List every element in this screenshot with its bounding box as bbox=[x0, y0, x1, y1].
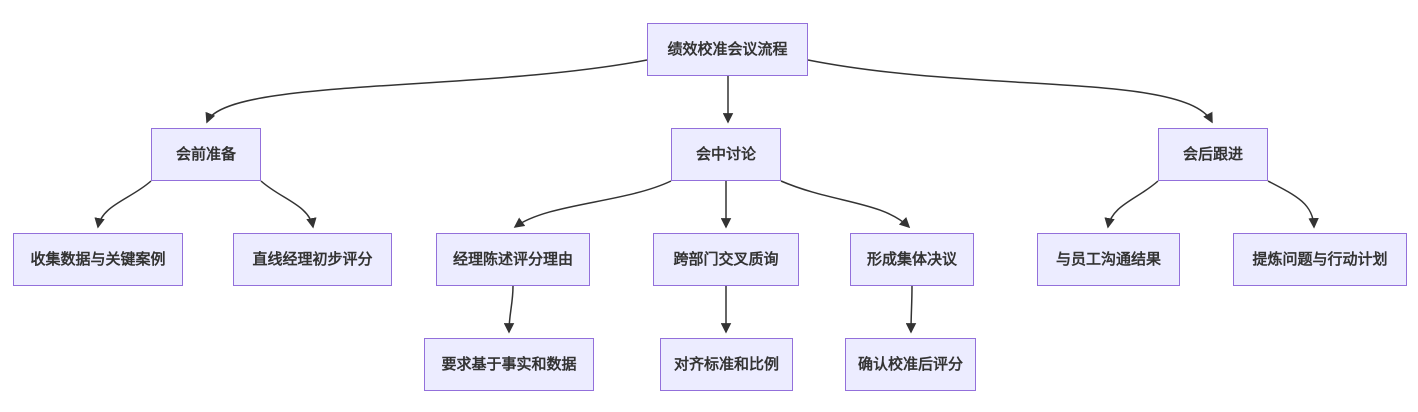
node-label: 会后跟进 bbox=[1182, 146, 1243, 163]
node-require-facts-and-data: 要求基于事实和数据 bbox=[424, 338, 594, 391]
node-collect-data-key-cases: 收集数据与关键案例 bbox=[13, 233, 183, 286]
node-label: 经理陈述评分理由 bbox=[452, 251, 573, 268]
node-label: 确认校准后评分 bbox=[857, 356, 963, 373]
node-align-standards-ratios: 对齐标准和比例 bbox=[660, 338, 793, 391]
node-label: 形成集体决议 bbox=[866, 251, 957, 268]
node-meeting-process-root: 绩效校准会议流程 bbox=[647, 23, 808, 76]
node-confirm-calibrated-rating: 确认校准后评分 bbox=[845, 338, 976, 391]
edge-follow-to-refine bbox=[1267, 180, 1319, 229]
node-label: 会前准备 bbox=[175, 146, 236, 163]
node-pre-meeting-prep: 会前准备 bbox=[151, 128, 261, 181]
node-label: 绩效校准会议流程 bbox=[667, 41, 788, 58]
edge-discuss-to-collective bbox=[780, 180, 911, 229]
edge-discuss-to-present bbox=[513, 180, 672, 228]
node-line-manager-initial-rating: 直线经理初步评分 bbox=[233, 233, 392, 286]
node-label: 收集数据与关键案例 bbox=[30, 251, 166, 268]
node-refine-issues-action-plan: 提炼问题与行动计划 bbox=[1233, 233, 1407, 286]
node-label: 要求基于事实和数据 bbox=[441, 356, 577, 373]
edge-prep-to-collect bbox=[94, 180, 152, 229]
node-label: 提炼问题与行动计划 bbox=[1252, 251, 1388, 268]
node-label: 跨部门交叉质询 bbox=[673, 251, 779, 268]
edge-root-to-follow bbox=[807, 59, 1213, 124]
edge-root-to-prep bbox=[205, 59, 648, 124]
node-form-collective-resolution: 形成集体决议 bbox=[850, 233, 974, 286]
node-label: 直线经理初步评分 bbox=[252, 251, 373, 268]
edge-present-to-facts bbox=[503, 285, 515, 334]
edge-collective-to-confirm bbox=[905, 285, 917, 334]
edge-follow-to-comm bbox=[1104, 180, 1159, 229]
node-label: 与员工沟通结果 bbox=[1055, 251, 1161, 268]
node-manager-states-rationale: 经理陈述评分理由 bbox=[436, 233, 590, 286]
node-post-meeting-followup: 会后跟进 bbox=[1158, 128, 1268, 181]
node-in-meeting-discussion: 会中讨论 bbox=[671, 128, 781, 181]
node-cross-department-questioning: 跨部门交叉质询 bbox=[653, 233, 799, 286]
node-label: 对齐标准和比例 bbox=[673, 356, 779, 373]
node-communicate-results-employee: 与员工沟通结果 bbox=[1037, 233, 1180, 286]
edge-prep-to-initial bbox=[260, 180, 317, 229]
node-label: 会中讨论 bbox=[695, 146, 756, 163]
